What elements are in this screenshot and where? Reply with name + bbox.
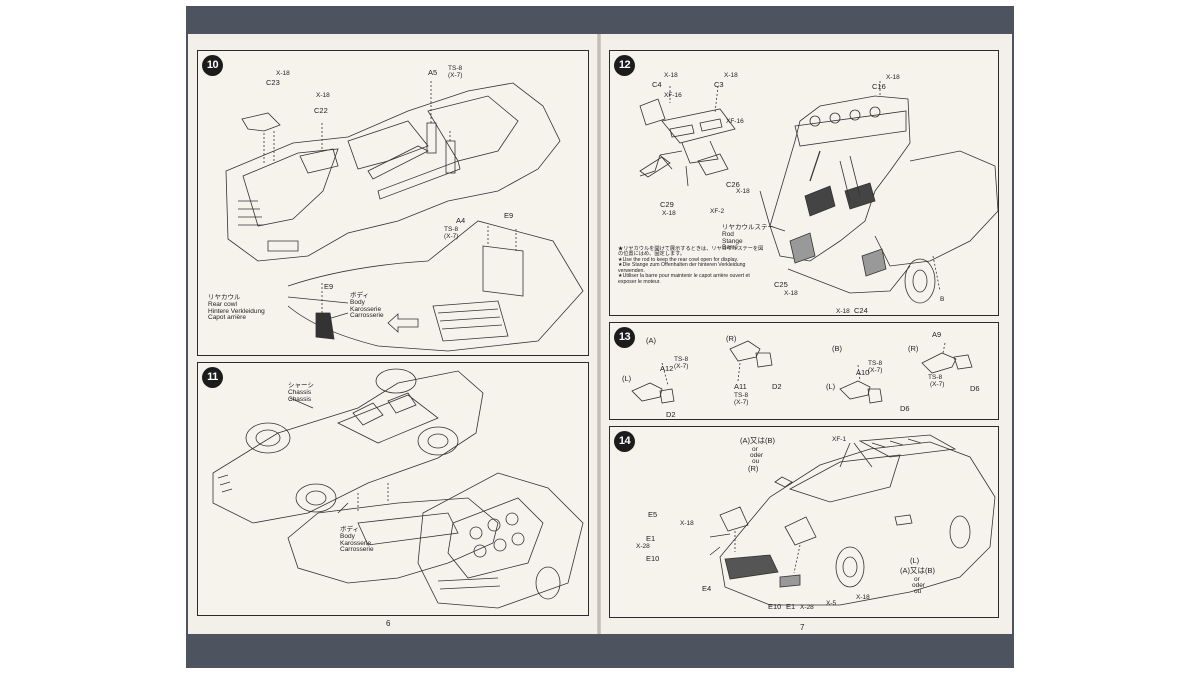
part-label: D6 [970,384,980,393]
part-label: TS-8 [448,65,463,72]
part-label: (X-7) [448,72,463,79]
part-label: E9 [504,211,514,220]
part-label: D6 [900,404,910,413]
step-number: 14 [614,431,635,452]
variant-label: (L) [910,556,920,565]
step-number: 13 [614,327,635,348]
or-label: or [752,446,758,453]
variant-label: (A)又は(B) [740,436,775,445]
step-12-drawing [639,81,998,304]
part-label: X-18 [316,92,330,99]
part-label: A12 [660,364,674,373]
part-label: X-18 [680,520,694,527]
or-label: ou [914,588,922,595]
part-label: TS-8 [734,392,749,399]
part-label: E9 [324,282,334,291]
part-label: E1 [646,534,656,543]
part-label: (X-7) [930,381,945,388]
part-label: (X-7) [868,367,883,374]
step-10-panel: 10 X-18 C23 X-18 C22 A5 TS-8 (X-7) A4 TS… [197,50,589,356]
part-label: A10 [856,368,870,377]
part-label: (X-7) [674,363,689,370]
variant-label: (L) [826,382,836,391]
step-11-drawing [212,368,584,609]
step-12-panel: 12 X-18 C4 XF-16 X-18 C3 XF-16 X-18 C16 … [609,50,999,316]
part-label: X-18 [736,188,750,195]
part-label: A11 [734,382,747,391]
part-label: X-28 [636,543,650,550]
part-label: XF-16 [664,92,682,99]
part-label: (X-7) [444,233,459,240]
part-label: X-18 [836,308,850,315]
step-number: 12 [614,55,635,76]
part-label: XF-16 [726,118,744,125]
part-label: C16 [872,82,886,91]
part-label: TS-8 [674,356,689,363]
part-label: D2 [772,382,782,391]
step-10-drawing [225,81,584,352]
rod-label: リヤカウルステー Rod Stange Barre [722,224,774,252]
part-label: C4 [652,80,662,89]
part-label: B [940,296,945,303]
variant-label: (A)又は(B) [900,566,935,575]
part-label: C26 [726,180,740,189]
part-label: D2 [666,410,676,419]
body-label: ボディ Body Karosserie Carrosserie [340,526,374,554]
page-fold [597,34,601,634]
step-14-drawing [709,434,996,606]
step-13-drawing [631,340,973,404]
step-number: 11 [202,367,223,388]
part-label: X-18 [856,594,870,601]
part-label: C25 [774,280,788,289]
part-label: C22 [314,106,328,115]
part-label: X-18 [662,210,676,217]
part-label: A9 [932,330,942,339]
part-label: E1 [786,602,796,611]
body-label: ボディ Body Karosserie Carrosserie [350,292,384,320]
part-label: E10 [646,554,660,563]
part-label: E4 [702,584,712,593]
part-label: X-28 [800,604,814,611]
variant-label: (R) [748,464,759,473]
part-label: C29 [660,200,674,209]
part-label: X-18 [724,72,738,79]
display-note: ★リヤカウルを開けて展示するときは、リヤカウルステーを図の位置にはめ、固定します… [618,246,764,285]
part-label: A4 [456,216,466,225]
or-label: oder [912,582,926,589]
part-label: E5 [648,510,658,519]
or-label: ou [752,458,760,465]
variant-label: (R) [908,344,919,353]
rear-cowl-label: リヤカウル Rear cowl Hintere Verkleidung Capo… [208,294,265,322]
part-label: X-5 [826,600,837,607]
part-label: X-18 [276,70,290,77]
part-label: E10 [768,602,782,611]
chassis-label: シャーシ Chassis Chassis [288,382,314,403]
variant-label: (L) [622,374,632,383]
part-label: XF-2 [710,208,725,215]
part-label: TS-8 [444,226,459,233]
variant-label: (A) [646,336,656,345]
step-13-panel: 13 (A) (R) (B) (R) (L) (L) A12 TS-8 (X-7… [609,322,999,420]
part-label: X-18 [664,72,678,79]
or-label: oder [750,452,764,459]
paint-label: XF-1 [832,436,847,443]
page-number-right: 7 [800,623,805,632]
part-label: C23 [266,78,280,87]
variant-label: (B) [832,344,842,353]
variant-label: (R) [726,334,737,343]
step-number: 10 [202,55,223,76]
page-number-left: 6 [386,619,391,628]
step-11-panel: 11 シャーシ Chassis Chassis ボディ Body Karosse… [197,362,589,616]
part-label: X-18 [886,74,900,81]
step-14-panel: 14 (A)又は(B) or oder ou (R) XF-1 E5 X-18 … [609,426,999,618]
part-label: TS-8 [928,374,943,381]
or-label: or [914,576,920,583]
part-label: A5 [428,68,438,77]
part-label: (X-7) [734,399,749,406]
part-label: X-18 [784,290,798,297]
part-label: C24 [854,306,868,315]
part-label: C3 [714,80,724,89]
part-label: TS-8 [868,360,883,367]
